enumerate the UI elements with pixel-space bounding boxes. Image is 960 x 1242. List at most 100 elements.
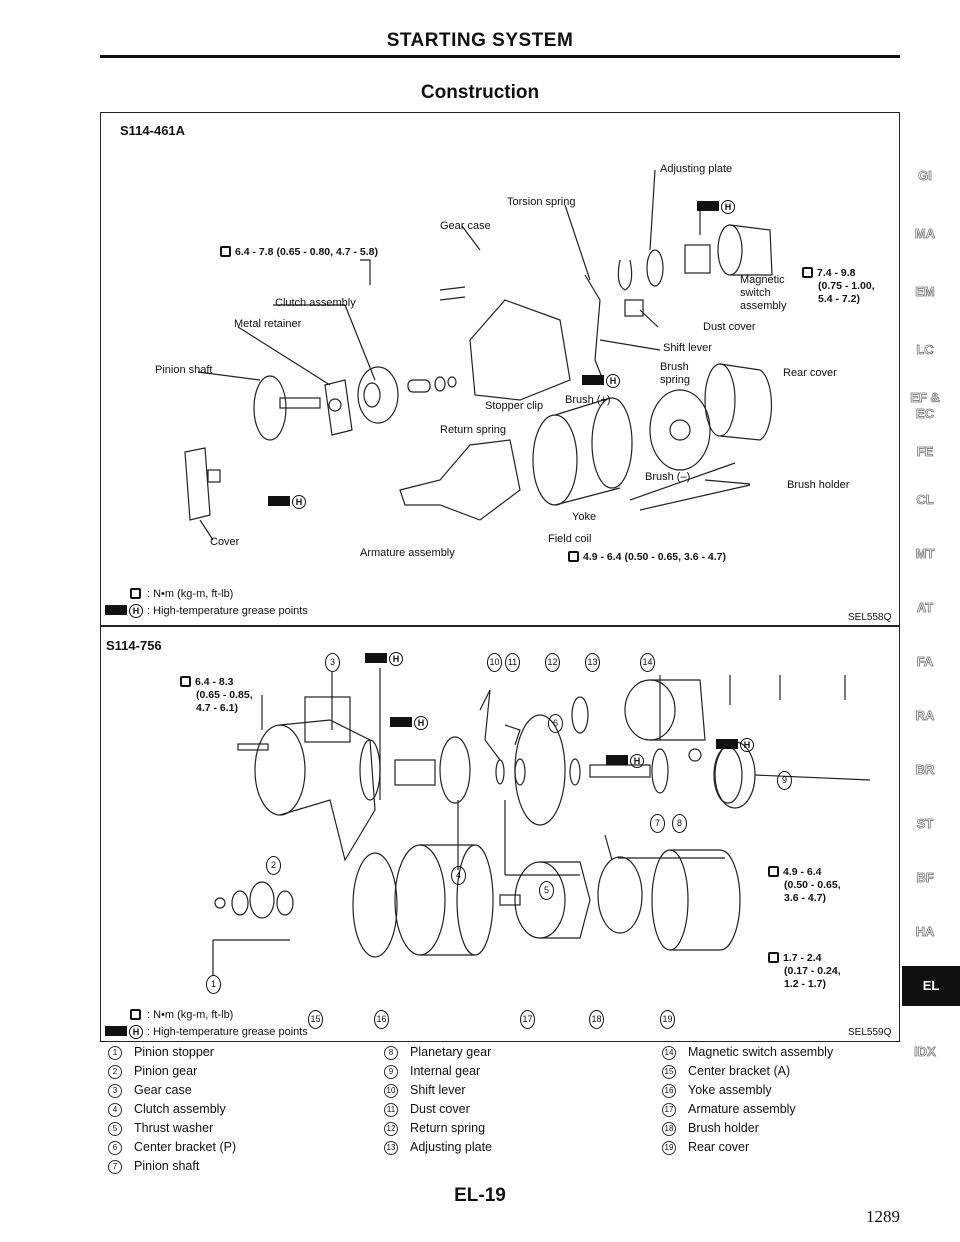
- torque-value: (0.65 - 0.85,: [196, 689, 253, 701]
- part-name: Shift lever: [410, 1083, 466, 1097]
- label-line: Brush: [660, 361, 689, 373]
- part-name: Rear cover: [688, 1140, 750, 1154]
- label-brush-plus: Brush (+): [565, 394, 611, 406]
- part-name: Internal gear: [410, 1064, 481, 1078]
- part-number: 11: [384, 1103, 398, 1117]
- label-metal-retainer: Metal retainer: [234, 318, 302, 330]
- legend-grease-d2: H: High-temperature grease points: [105, 1025, 308, 1039]
- label-armature-assembly: Armature assembly: [360, 547, 455, 559]
- tab-st[interactable]: ST: [916, 816, 934, 832]
- torque-wrench-icon: [130, 588, 141, 599]
- part-name: Center bracket (A): [688, 1064, 791, 1078]
- tab-bf[interactable]: BF: [916, 870, 934, 886]
- part-number: 14: [662, 1046, 676, 1060]
- label-pinion-shaft: Pinion shaft: [155, 364, 213, 376]
- part-name: Yoke assembly: [688, 1083, 772, 1097]
- label-yoke: Yoke: [572, 511, 597, 523]
- torque-wrench-icon: [220, 246, 231, 257]
- tab-cl[interactable]: CL: [916, 492, 934, 508]
- part-number: 10: [384, 1084, 398, 1098]
- page-subtitle: Construction: [420, 82, 540, 103]
- label-line: assembly: [740, 300, 787, 312]
- label-line: switch: [740, 287, 771, 299]
- tab-mt[interactable]: MT: [915, 546, 935, 562]
- tab-ef-ec-2[interactable]: EC: [915, 406, 935, 422]
- grease-icon: [716, 739, 738, 749]
- legend-grease: H: High-temperature grease points: [105, 604, 308, 618]
- tab-em[interactable]: EM: [915, 284, 935, 300]
- grease-mark-pinion: H: [268, 495, 306, 509]
- section-title: STARTING SYSTEM: [386, 30, 574, 51]
- part-number: 19: [662, 1141, 676, 1155]
- torque-wrench-icon: [768, 952, 779, 963]
- tab-el-active[interactable]: EL: [902, 966, 960, 1006]
- part-name: Magnetic switch assembly: [688, 1045, 834, 1059]
- part-item: 14 Magnetic switch assembly: [662, 1043, 833, 1062]
- part-name: Clutch assembly: [134, 1102, 226, 1116]
- part-number: 16: [662, 1084, 676, 1098]
- tab-ma[interactable]: MA: [914, 226, 936, 242]
- legend-text: : N•m (kg-m, ft-lb): [147, 588, 234, 600]
- grease-icon: [697, 201, 719, 211]
- callout-14: 14: [640, 653, 655, 672]
- grease-icon: [268, 496, 290, 506]
- diagram1-model: S114-461A: [120, 123, 186, 138]
- callout-12: 12: [545, 653, 560, 672]
- tab-gi[interactable]: GI: [918, 168, 933, 184]
- callout-9: 9: [777, 771, 792, 790]
- pinion-shaft-part: [253, 375, 321, 441]
- tab-idx[interactable]: IDX: [914, 1044, 936, 1060]
- torque-wrench-icon: [568, 551, 579, 562]
- torsion-spring-part: [617, 259, 633, 291]
- tab-ef-ec[interactable]: EF &: [910, 390, 940, 406]
- torque-value: 1.2 - 1.7): [784, 978, 827, 990]
- cover-part: [184, 447, 221, 521]
- part-number: 15: [662, 1065, 676, 1079]
- tab-at[interactable]: AT: [916, 600, 934, 616]
- part-number: 5: [108, 1122, 122, 1136]
- adjusting-plate-part: [646, 249, 664, 287]
- callout-5: 5: [539, 881, 554, 900]
- pinion-gear-d2: [214, 881, 294, 919]
- torque-value: 7.4 - 9.8: [817, 267, 856, 279]
- legend-text: : N•m (kg-m, ft-lb): [147, 1009, 234, 1021]
- label-cover: Cover: [210, 536, 240, 548]
- tab-lc[interactable]: LC: [916, 342, 934, 358]
- callout-19: 19: [660, 1010, 675, 1029]
- tab-br[interactable]: BR: [915, 762, 935, 778]
- part-number: 17: [662, 1103, 676, 1117]
- label-return-spring: Return spring: [440, 424, 507, 436]
- part-number: 7: [108, 1160, 122, 1174]
- callout-7: 7: [650, 814, 665, 833]
- armature-d2: [499, 861, 591, 939]
- tab-ra[interactable]: RA: [915, 708, 935, 724]
- torque-value: 3.6 - 4.7): [784, 892, 827, 904]
- grease-icon: [105, 1026, 127, 1036]
- part-item: 16 Yoke assembly: [662, 1081, 833, 1100]
- tab-fa[interactable]: FA: [916, 654, 934, 670]
- grease-icon: [606, 755, 628, 765]
- torque-wrench-icon: [802, 267, 813, 278]
- parts-list-col-3: 14 Magnetic switch assembly 15 Center brac…: [662, 1043, 833, 1157]
- tab-fe[interactable]: FE: [916, 444, 934, 460]
- part-name: Gear case: [134, 1083, 192, 1097]
- torque-magnetic-switch: 7.4 - 9.8(0.75 - 1.00,5.4 - 7.2): [802, 267, 875, 306]
- switch-d2: [571, 679, 706, 741]
- grease-h-icon: H: [630, 754, 644, 768]
- label-brush-holder: Brush holder: [787, 479, 850, 491]
- label-shift-lever: Shift lever: [663, 342, 712, 354]
- callout-1: 1: [206, 975, 221, 994]
- legend-torque: : N•m (kg-m, ft-lb): [128, 588, 233, 600]
- torque-wrench-icon: [180, 676, 191, 687]
- grease-h-icon: H: [389, 652, 403, 666]
- tab-ha[interactable]: HA: [915, 924, 935, 940]
